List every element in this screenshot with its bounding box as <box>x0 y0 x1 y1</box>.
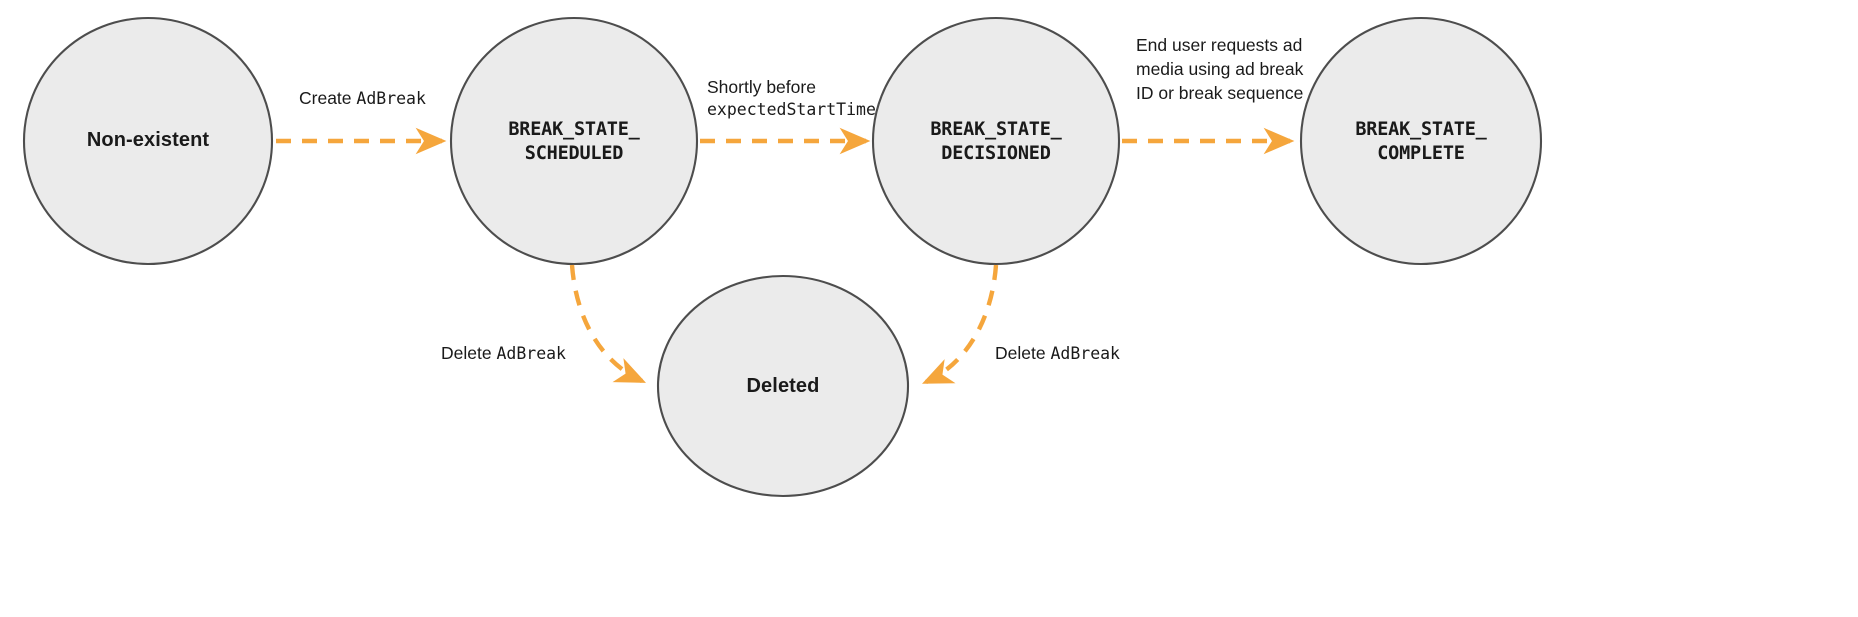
state-node-break-state-complete[interactable] <box>1299 16 1543 266</box>
state-node-break-state-scheduled[interactable] <box>449 16 699 266</box>
state-node-non-existent[interactable] <box>22 16 274 266</box>
state-node-deleted[interactable] <box>656 274 910 498</box>
state-node-break-state-decisioned[interactable] <box>871 16 1121 266</box>
edge-delete-adbreak-from-scheduled <box>569 264 647 384</box>
edge-delete-adbreak-from-decisioned <box>921 264 999 385</box>
